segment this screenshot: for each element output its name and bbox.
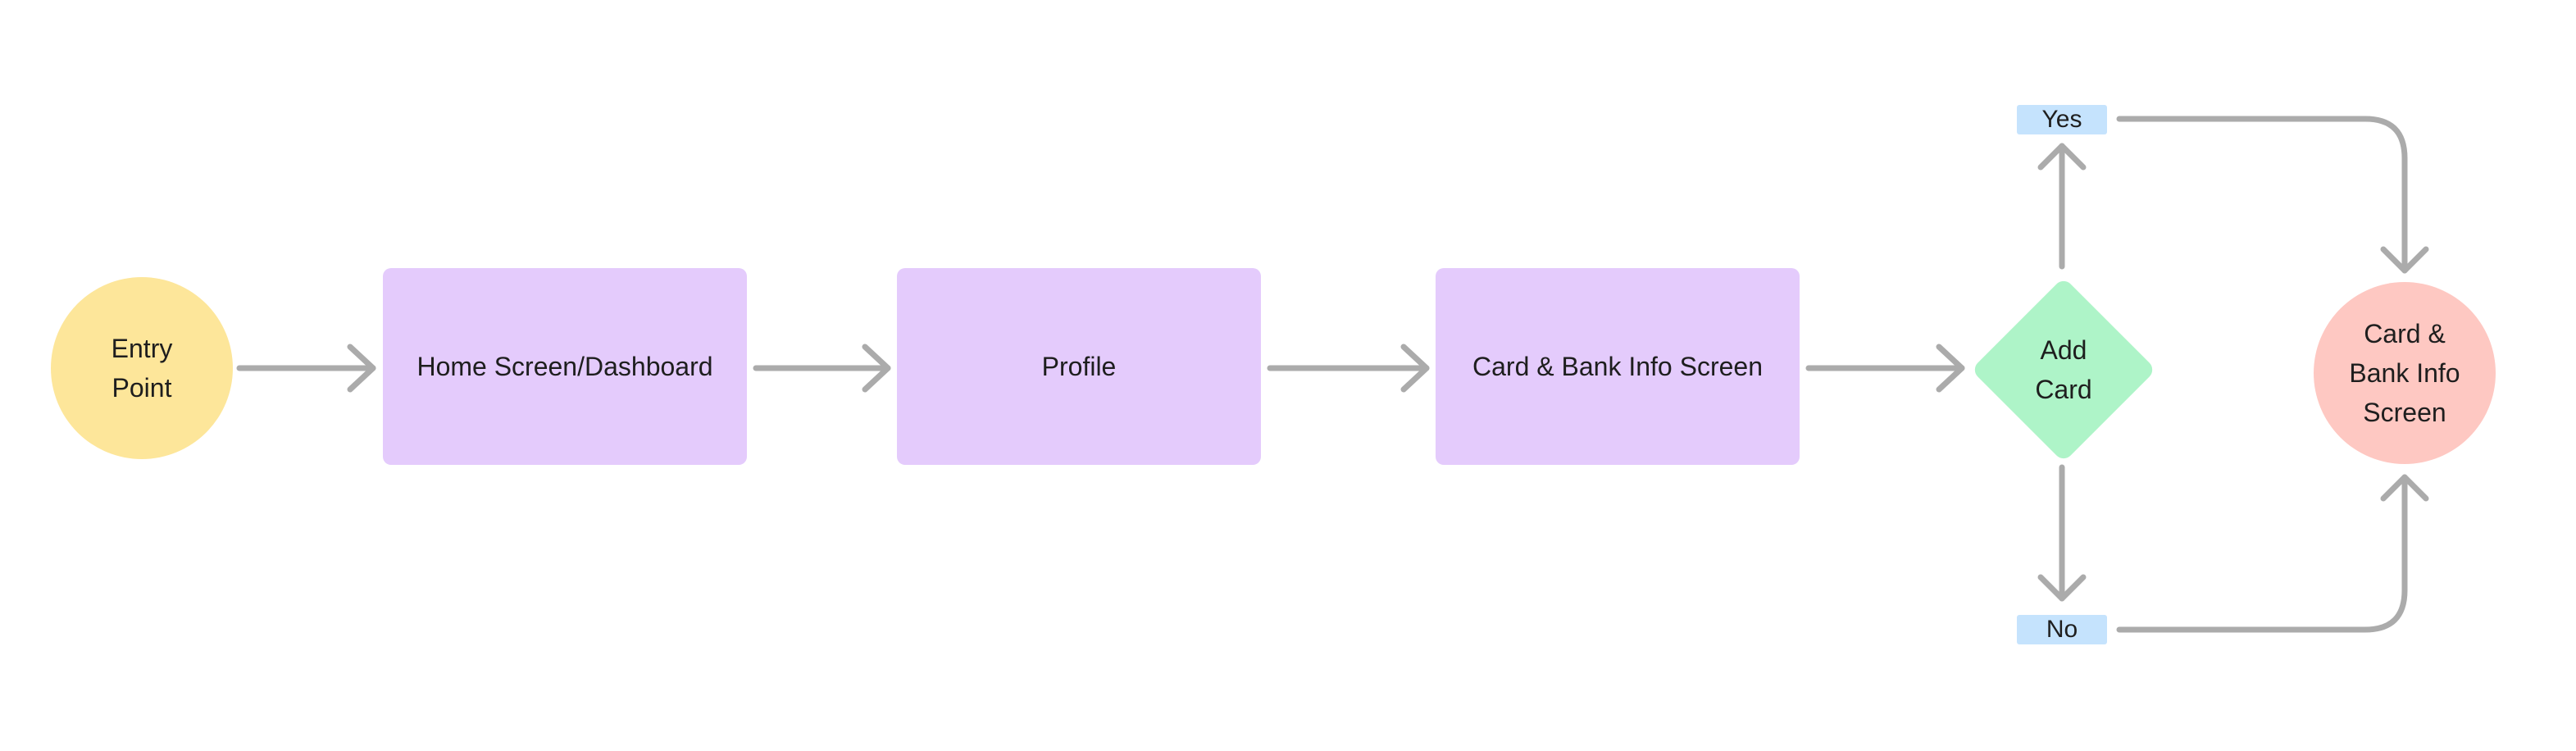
home-screen-node: Home Screen/Dashboard	[383, 268, 747, 465]
arrowhead-decision-to-no	[2037, 574, 2087, 602]
add-card-label: Add Card	[2035, 335, 2092, 404]
edge-no-to-end	[2116, 474, 2408, 633]
arrowhead-yes-to-end	[2380, 246, 2429, 274]
arrowhead-home-to-profile	[862, 344, 891, 393]
arrowhead-entry-to-home	[347, 344, 376, 393]
arrowhead-profile-to-cardbank	[1400, 344, 1430, 393]
card-bank-info-end-label: Card & Bank Info Screen	[2349, 319, 2460, 427]
entry-point-node: Entry Point	[51, 277, 233, 459]
card-bank-info-end-node: Card & Bank Info Screen	[2314, 282, 2496, 464]
add-card-decision-node: Add Card	[1970, 276, 2157, 463]
arrowhead-no-to-end	[2380, 474, 2429, 502]
card-bank-info-node: Card & Bank Info Screen	[1436, 268, 1800, 465]
profile-label: Profile	[1041, 352, 1117, 381]
entry-point-label: Entry Point	[111, 334, 173, 403]
edge-yes-to-end	[2116, 116, 2408, 274]
home-screen-label: Home Screen/Dashboard	[416, 352, 713, 381]
card-bank-info-label: Card & Bank Info Screen	[1472, 352, 1763, 381]
arrowhead-cardbank-to-decision	[1936, 344, 1965, 393]
no-branch-label: No	[2017, 615, 2107, 644]
profile-node: Profile	[897, 268, 1261, 465]
arrowhead-decision-to-yes	[2037, 143, 2087, 171]
yes-branch-label: Yes	[2017, 105, 2107, 134]
